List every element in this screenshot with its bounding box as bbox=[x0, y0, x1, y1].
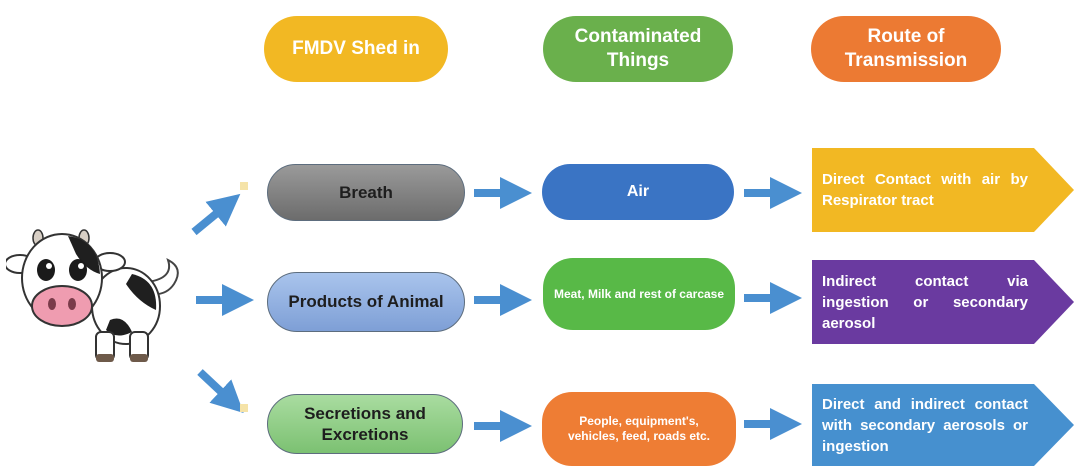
cow-icon bbox=[6, 229, 179, 362]
header-route-of-transmission: Route of Transmission bbox=[811, 16, 1001, 82]
contaminated-people-equipment: People, equipment's, vehicles, feed, roa… bbox=[542, 392, 736, 466]
source-breath: Breath bbox=[267, 164, 465, 221]
source-secretions-excretions: Secretions and Excretions bbox=[267, 394, 463, 454]
header-shed-in: FMDV Shed in bbox=[264, 16, 448, 82]
route-indirect-contact-ingestion: Indirect contact via ingestion or second… bbox=[812, 260, 1074, 344]
contaminated-meat-milk: Meat, Milk and rest of carcase bbox=[543, 258, 735, 330]
header-contaminated-things: Contaminated Things bbox=[543, 16, 733, 82]
arrow-cow-to-secretions bbox=[197, 369, 244, 413]
source-products-of-animal: Products of Animal bbox=[267, 272, 465, 332]
route-direct-contact-air: Direct Contact with air by Respirator tr… bbox=[812, 148, 1074, 232]
arrow-cow-to-breath bbox=[191, 193, 241, 236]
contaminated-air: Air bbox=[542, 164, 734, 220]
route-direct-indirect-contact: Direct and indirect contact with seconda… bbox=[812, 384, 1074, 466]
